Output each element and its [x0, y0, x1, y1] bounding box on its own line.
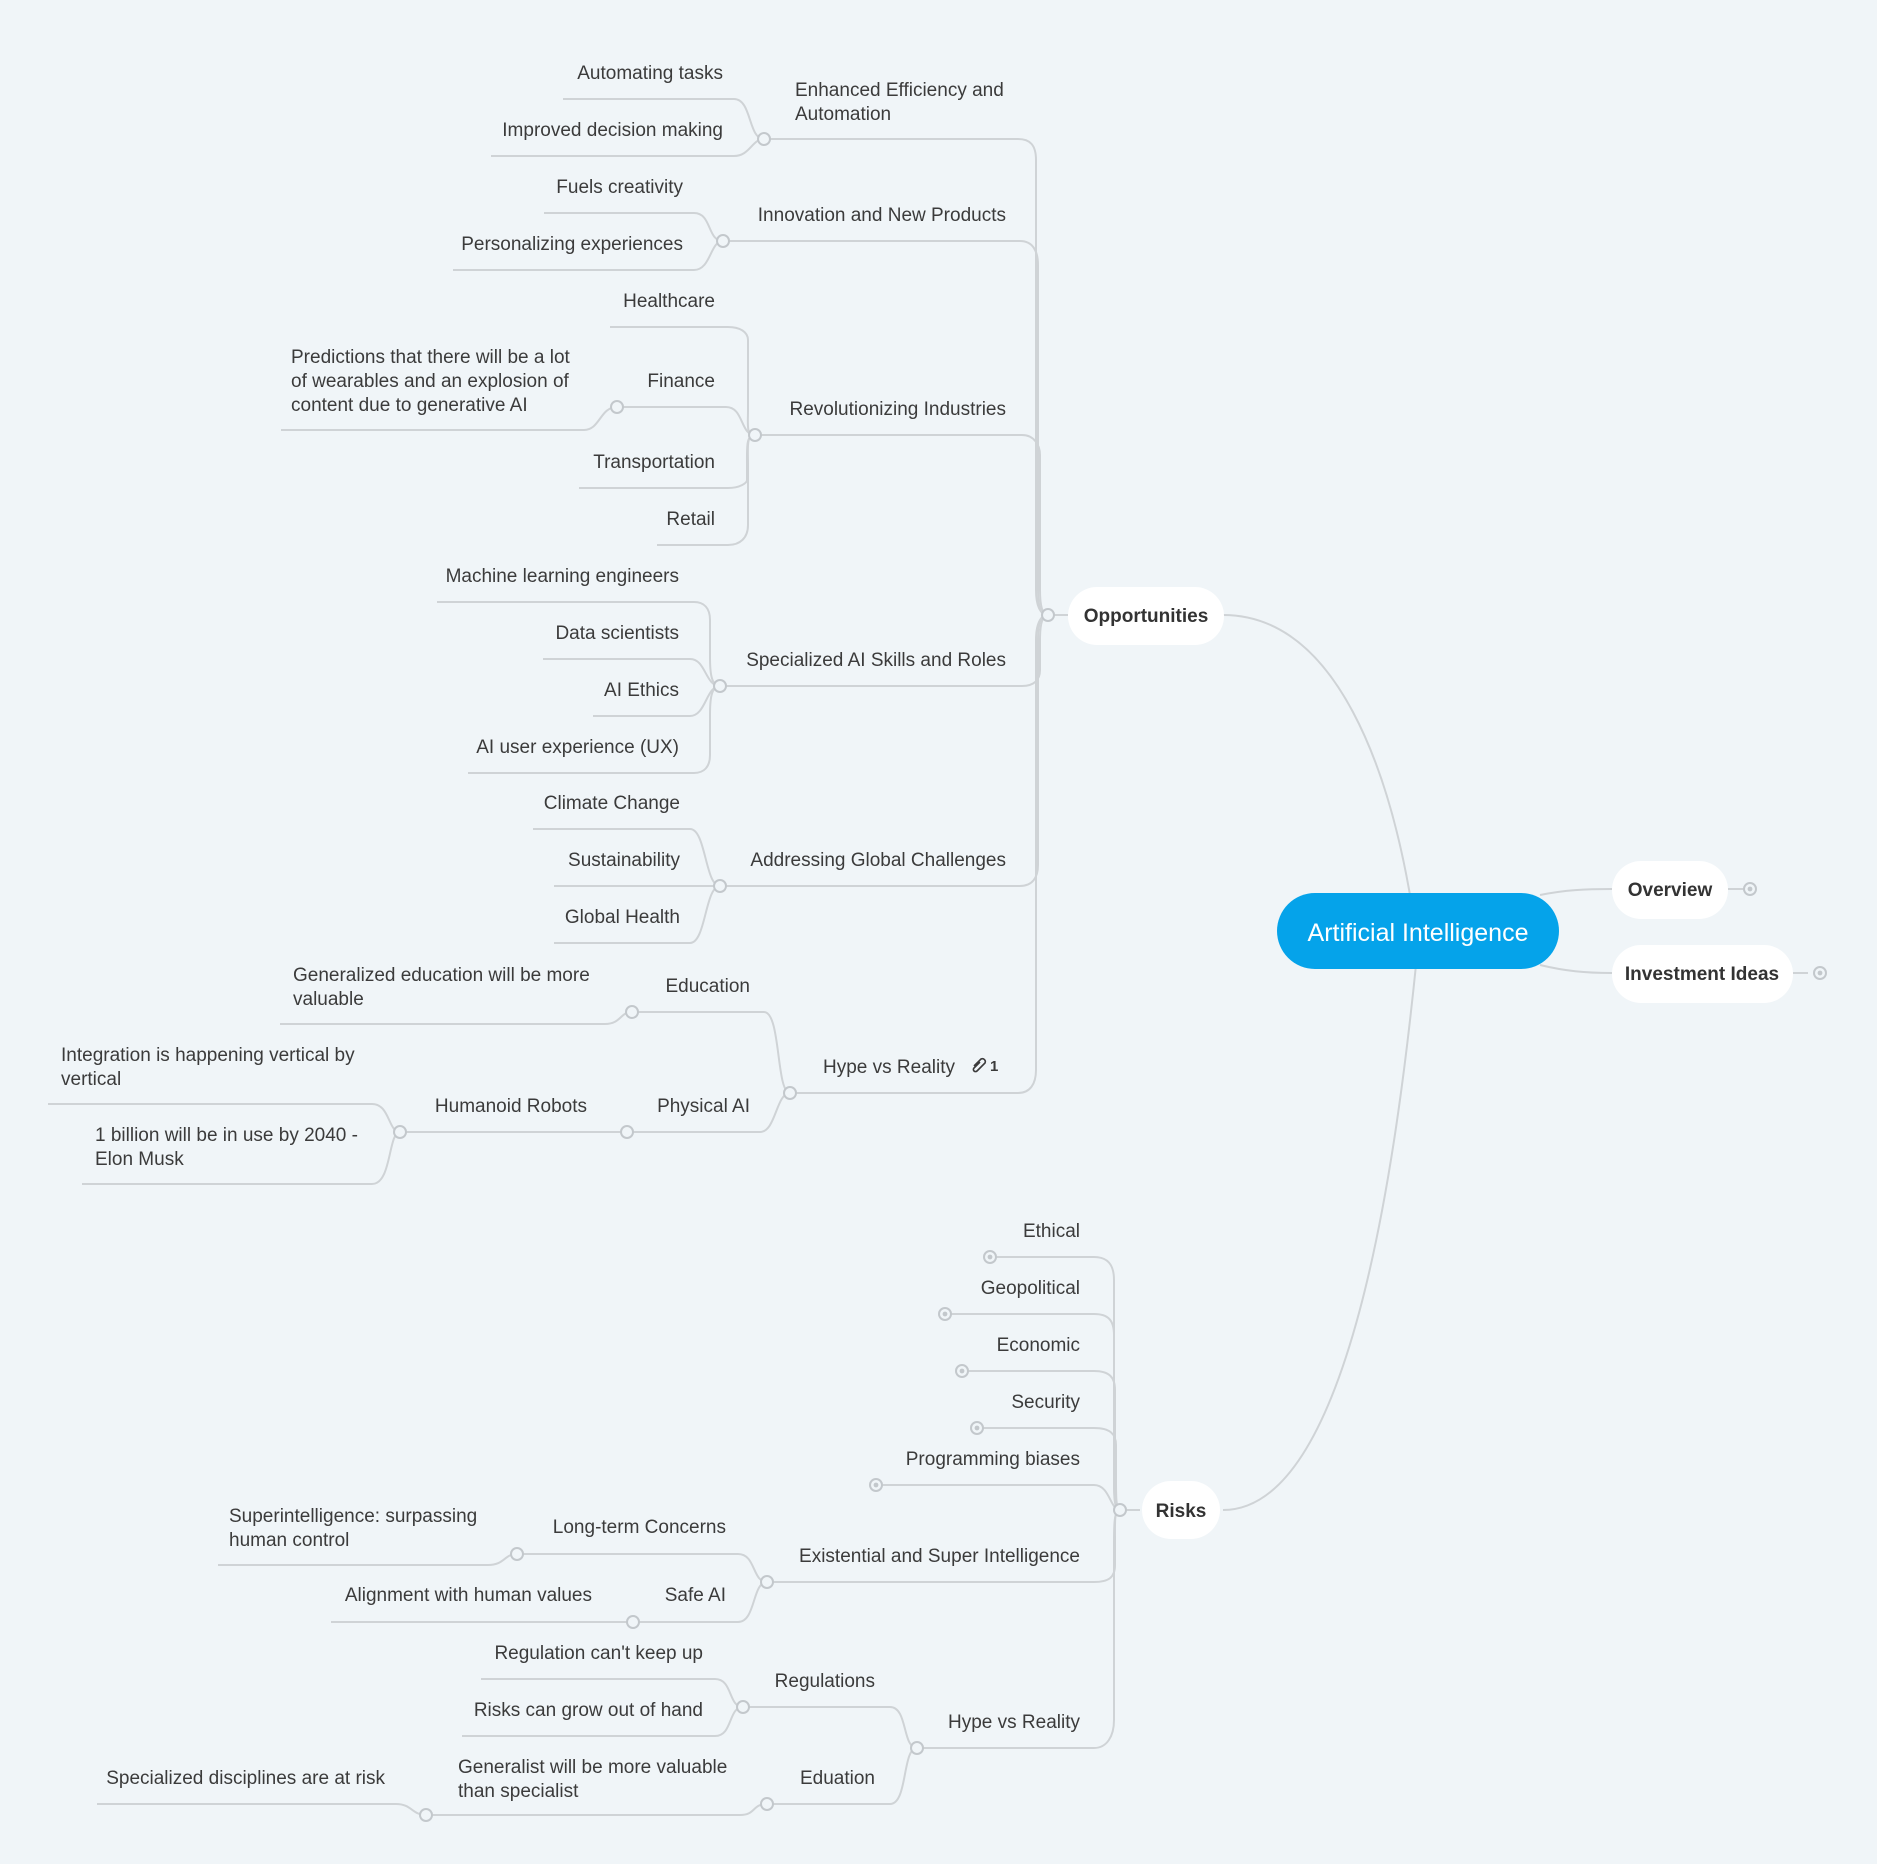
node-existential[interactable]: Existential and Super Intelligence: [799, 1546, 1080, 1567]
branch-investment-ideas-label: Investment Ideas: [1625, 964, 1779, 985]
node-specialized-disciplines[interactable]: Specialized disciplines are at risk: [106, 1768, 385, 1789]
node-robots-note-2[interactable]: 1 billion will be in use by 2040 - Elon …: [95, 1125, 363, 1170]
node-eduation[interactable]: Eduation: [800, 1768, 875, 1789]
node-finance[interactable]: Finance: [647, 371, 715, 392]
node-risks-hype-vs-reality[interactable]: Hype vs Reality: [948, 1712, 1080, 1733]
branch-investment-ideas[interactable]: Investment Ideas: [1612, 945, 1793, 1003]
branch-overview-label: Overview: [1628, 880, 1713, 901]
node-enhanced-efficiency[interactable]: Enhanced Efficiency and Automation: [795, 80, 1009, 125]
node-programming-biases[interactable]: Programming biases: [906, 1449, 1080, 1470]
node-junction-dot[interactable]: [716, 234, 730, 248]
root-node[interactable]: Artificial Intelligence: [1277, 893, 1559, 969]
node-safe-ai-note[interactable]: Alignment with human values: [345, 1585, 592, 1606]
collapsed-marker[interactable]: [1813, 966, 1827, 980]
collapsed-marker[interactable]: [869, 1478, 883, 1492]
node-junction-dot[interactable]: [625, 1005, 639, 1019]
node-junction-dot[interactable]: [748, 428, 762, 442]
collapsed-marker[interactable]: [1743, 882, 1757, 896]
branch-overview[interactable]: Overview: [1612, 861, 1728, 919]
node-specialized-skills[interactable]: Specialized AI Skills and Roles: [746, 650, 1006, 671]
root-label: Artificial Intelligence: [1308, 919, 1529, 947]
branch-risks-label: Risks: [1156, 1501, 1207, 1522]
node-personalizing-experiences[interactable]: Personalizing experiences: [461, 234, 683, 255]
node-global-health[interactable]: Global Health: [565, 907, 680, 928]
branch-opportunities[interactable]: Opportunities: [1068, 587, 1224, 645]
node-fuels-creativity[interactable]: Fuels creativity: [556, 177, 683, 198]
node-regulation-cant-keep-up[interactable]: Regulation can't keep up: [494, 1643, 703, 1664]
node-education-note[interactable]: Generalized education will be more valua…: [293, 965, 595, 1010]
node-junction-dot[interactable]: [757, 132, 771, 146]
node-risks-grow[interactable]: Risks can grow out of hand: [474, 1700, 703, 1721]
node-junction-dot[interactable]: [736, 1700, 750, 1714]
collapsed-marker[interactable]: [983, 1250, 997, 1264]
node-junction-dot[interactable]: [760, 1797, 774, 1811]
connector-dots: [393, 132, 1827, 1822]
node-education[interactable]: Education: [665, 976, 750, 997]
node-healthcare[interactable]: Healthcare: [623, 291, 715, 312]
node-climate-change[interactable]: Climate Change: [544, 793, 680, 814]
node-junction-dot[interactable]: [760, 1575, 774, 1589]
node-revolutionizing-industries[interactable]: Revolutionizing Industries: [789, 399, 1006, 420]
node-junction-dot[interactable]: [419, 1808, 433, 1822]
node-longterm-note[interactable]: Superintelligence: surpassing human cont…: [229, 1506, 483, 1551]
node-junction-dot[interactable]: [393, 1125, 407, 1139]
collapsed-marker[interactable]: [970, 1421, 984, 1435]
node-junction-dot[interactable]: [610, 400, 624, 414]
node-labels: Enhanced Efficiency and Automation Autom…: [61, 63, 1080, 1802]
collapsed-marker[interactable]: [955, 1364, 969, 1378]
node-long-term-concerns[interactable]: Long-term Concerns: [553, 1517, 726, 1538]
node-safe-ai[interactable]: Safe AI: [665, 1585, 726, 1606]
node-junction-dot[interactable]: [620, 1125, 634, 1139]
node-geopolitical[interactable]: Geopolitical: [981, 1278, 1080, 1299]
node-finance-note[interactable]: Predictions that there will be a lot of …: [291, 347, 575, 416]
node-sustainability[interactable]: Sustainability: [568, 850, 680, 871]
node-junction-dot[interactable]: [713, 679, 727, 693]
node-ml-engineers[interactable]: Machine learning engineers: [446, 566, 679, 587]
node-junction-dot[interactable]: [1041, 608, 1055, 622]
node-eduation-note[interactable]: Generalist will be more valuable than sp…: [458, 1757, 733, 1802]
branch-opportunities-label: Opportunities: [1084, 606, 1209, 627]
node-junction-dot[interactable]: [1113, 1503, 1127, 1517]
node-data-scientists[interactable]: Data scientists: [555, 623, 679, 644]
node-junction-dot[interactable]: [783, 1086, 797, 1100]
node-improved-decision-making[interactable]: Improved decision making: [502, 120, 723, 141]
node-automating-tasks[interactable]: Automating tasks: [577, 63, 723, 84]
collapsed-marker[interactable]: [938, 1307, 952, 1321]
link-icon[interactable]: [972, 1057, 987, 1073]
node-innovation[interactable]: Innovation and New Products: [758, 205, 1006, 226]
node-ethical[interactable]: Ethical: [1023, 1221, 1080, 1242]
node-junction-dot[interactable]: [910, 1741, 924, 1755]
node-ai-ux[interactable]: AI user experience (UX): [476, 737, 679, 758]
node-economic[interactable]: Economic: [997, 1335, 1080, 1356]
node-junction-dot[interactable]: [713, 879, 727, 893]
node-physical-ai[interactable]: Physical AI: [657, 1096, 750, 1117]
node-junction-dot[interactable]: [626, 1615, 640, 1629]
link-count: 1: [990, 1058, 998, 1075]
node-transportation[interactable]: Transportation: [593, 452, 715, 473]
node-ai-ethics[interactable]: AI Ethics: [604, 680, 679, 701]
node-security[interactable]: Security: [1011, 1392, 1080, 1413]
node-junction-dot[interactable]: [510, 1547, 524, 1561]
node-retail[interactable]: Retail: [666, 509, 715, 530]
node-robots-note-1[interactable]: Integration is happening vertical by ver…: [61, 1045, 360, 1090]
node-regulations[interactable]: Regulations: [775, 1671, 875, 1692]
node-hype-vs-reality[interactable]: Hype vs Reality: [823, 1057, 955, 1078]
node-humanoid-robots[interactable]: Humanoid Robots: [435, 1096, 587, 1117]
branch-risks[interactable]: Risks: [1142, 1481, 1220, 1539]
node-global-challenges[interactable]: Addressing Global Challenges: [750, 850, 1006, 871]
